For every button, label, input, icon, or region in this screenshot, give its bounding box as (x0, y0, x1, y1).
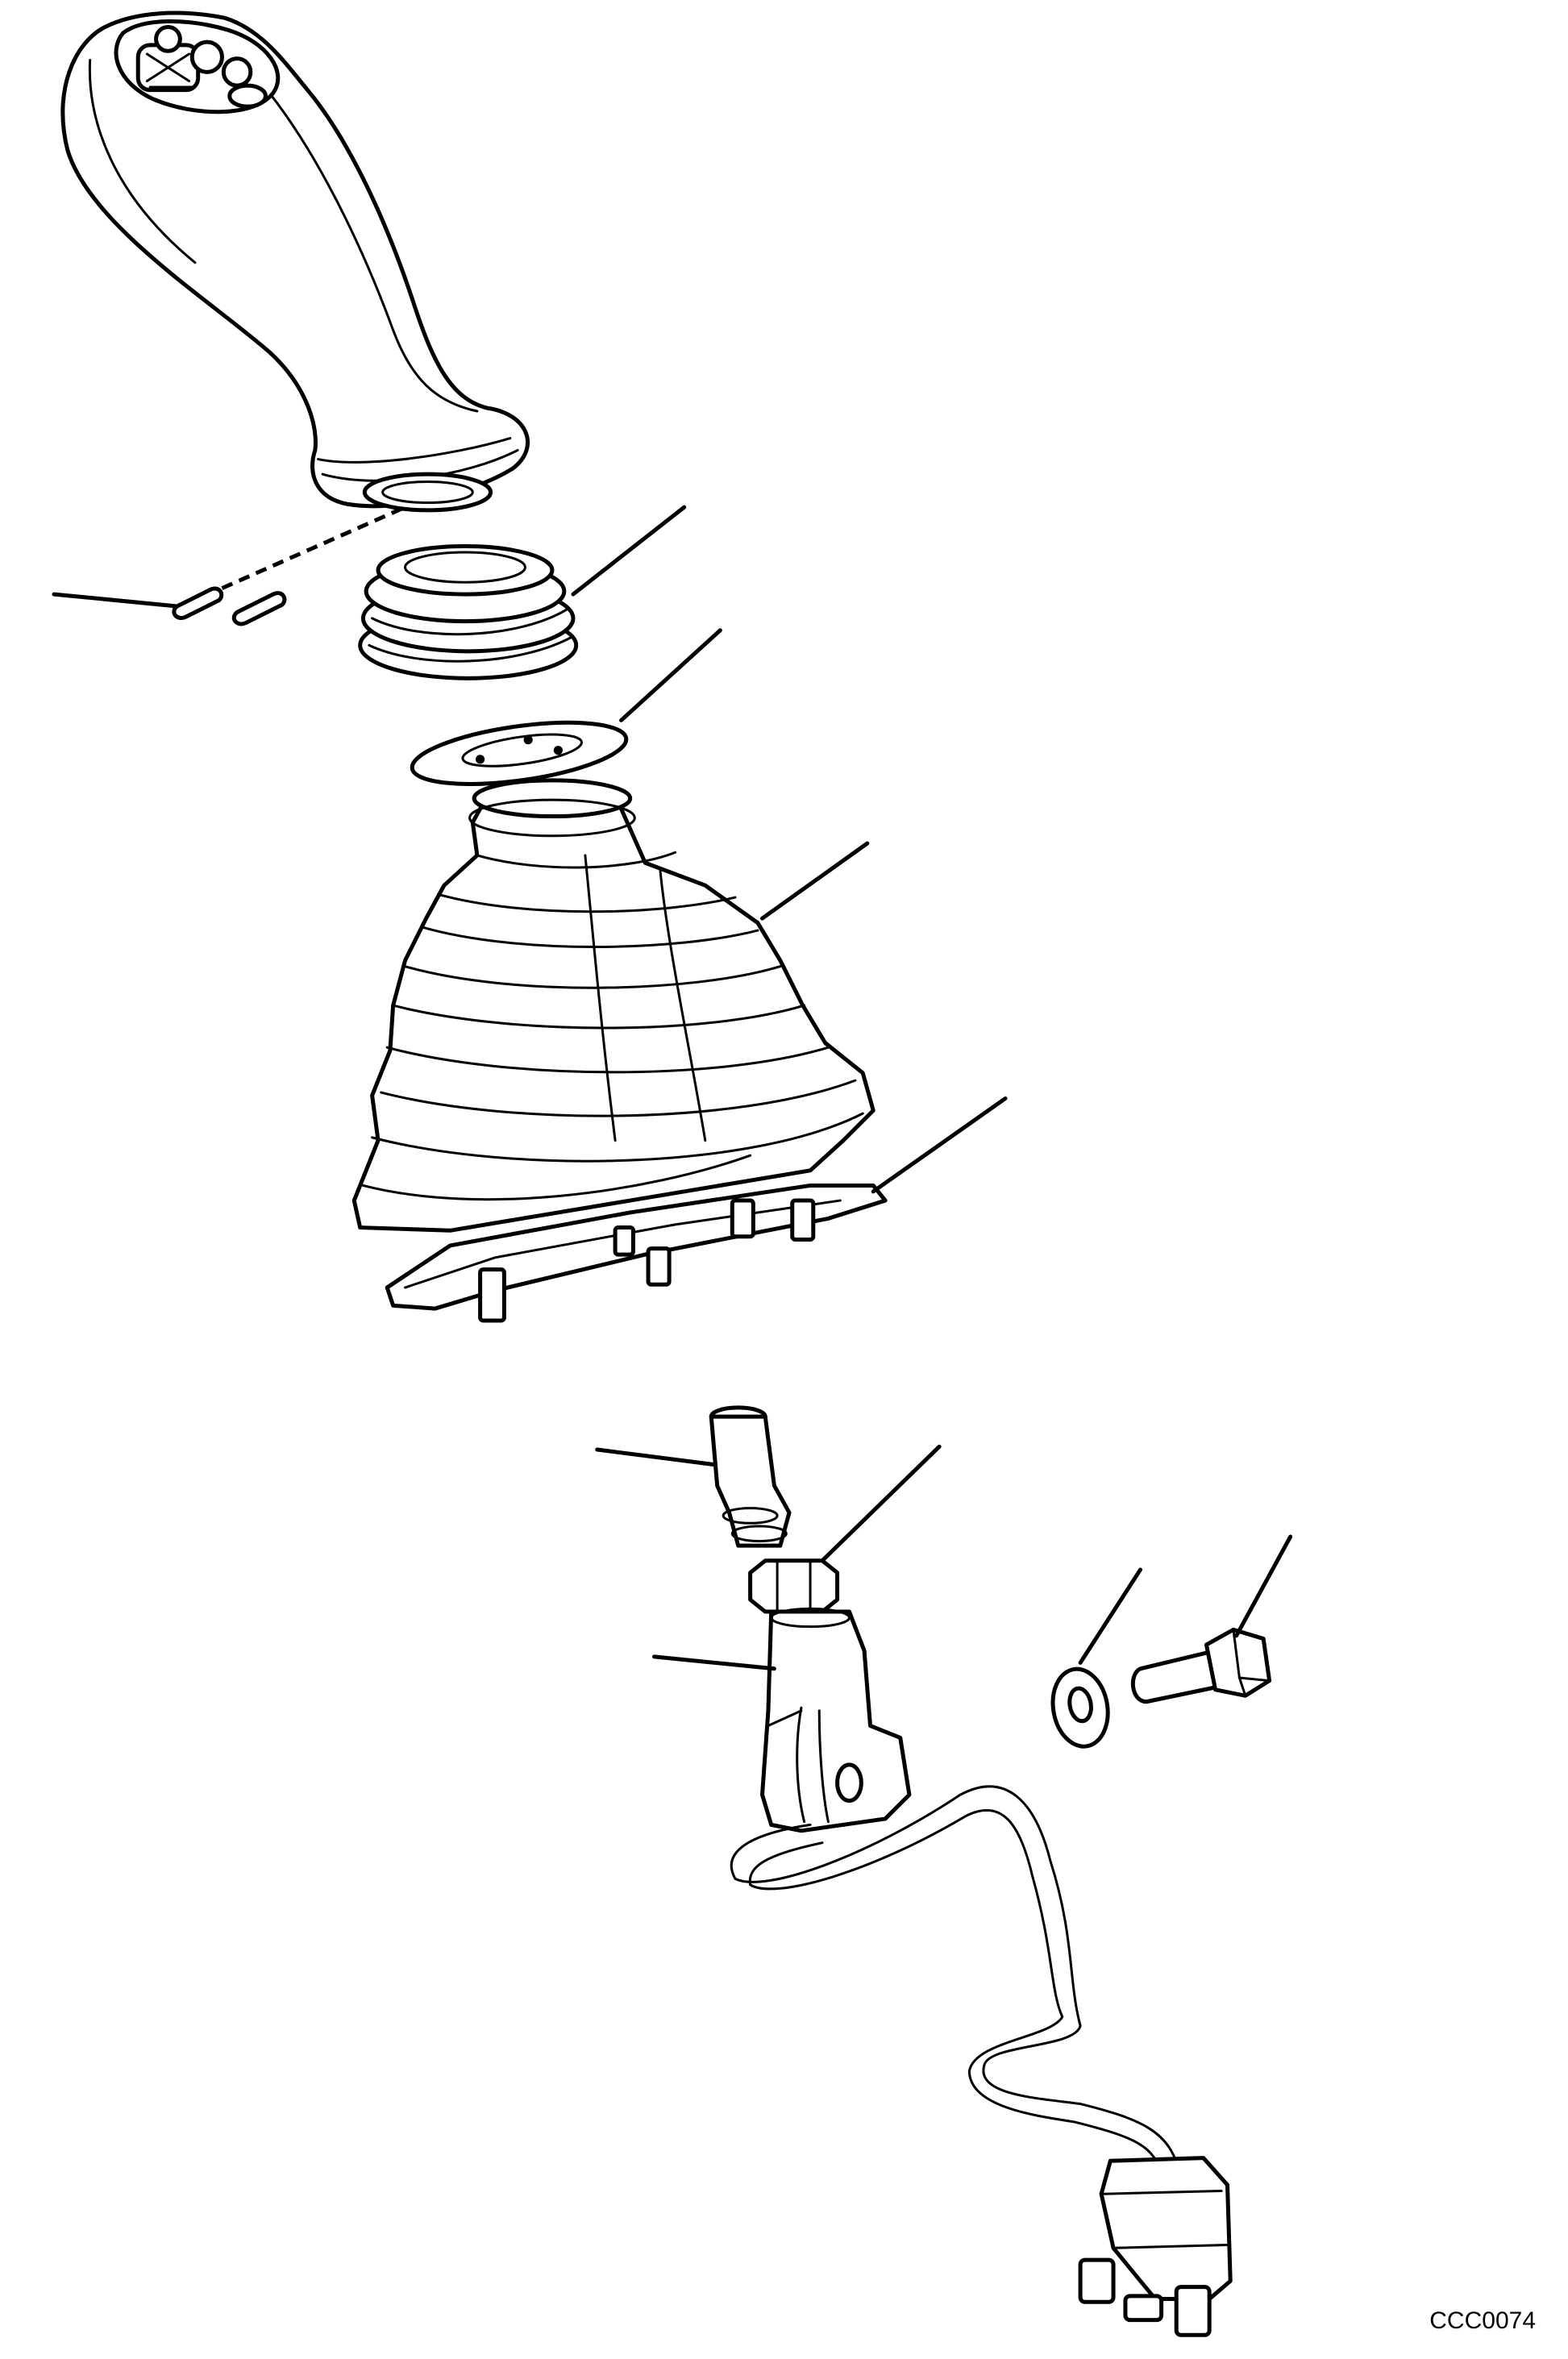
sensor-housing-with-harness (655, 1608, 1231, 2335)
joystick-handle (63, 13, 528, 510)
inner-boot (360, 507, 684, 678)
gasket-ring (409, 630, 721, 795)
boot-retainer-plate (387, 1098, 1005, 1320)
hex-bolt (1133, 1537, 1290, 1702)
roll-pins (54, 507, 406, 624)
drawing-code: CCC0074 (1429, 2307, 1536, 2334)
outer-bellows-boot (354, 780, 873, 1230)
control-shaft (597, 1408, 789, 1546)
washer (1047, 1570, 1141, 1751)
hex-nut (751, 1446, 940, 1612)
